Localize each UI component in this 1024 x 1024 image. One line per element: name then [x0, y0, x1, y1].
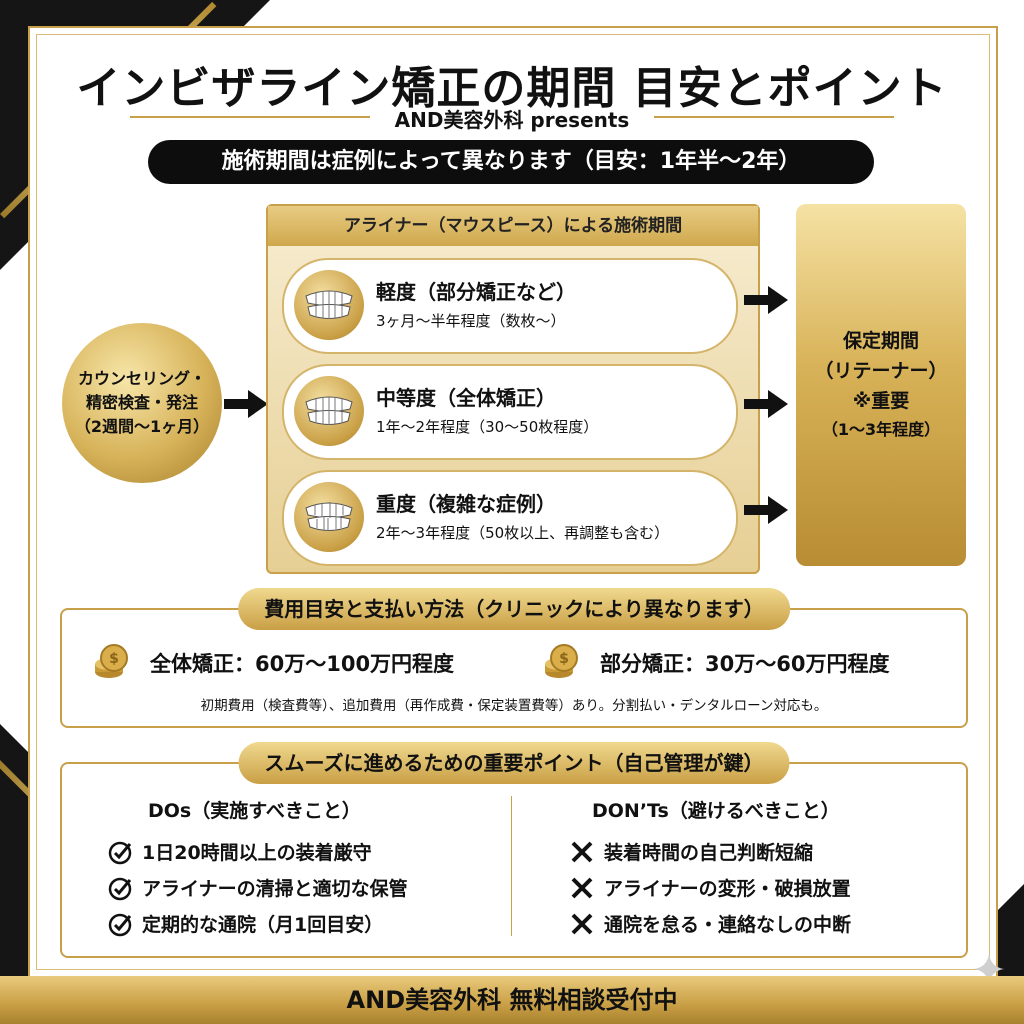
donts-title: DON’Ts（避けるべきこと）: [592, 800, 840, 822]
sparkle-icon: [974, 954, 1004, 984]
stage-moderate-duration: 1年〜2年程度（30〜50枚程度）: [376, 418, 599, 436]
arrow-right-icon: [224, 390, 268, 418]
cost-partial: 部分矯正：30万〜60万円程度: [600, 652, 890, 676]
teeth-icon: [294, 270, 364, 340]
retention-duration: （1〜3年程度）: [821, 420, 941, 439]
cross-icon: [571, 841, 593, 863]
page-title: インビザライン矯正の期間 目安とポイント: [76, 63, 948, 114]
coin-stack-icon: $: [95, 644, 128, 678]
check-circle-icon: [108, 877, 132, 901]
donts-item: 装着時間の自己判断短縮: [571, 838, 814, 865]
cost-header: 費用目安と支払い方法（クリニックにより異なります）: [238, 588, 790, 630]
arrow-right-icon: [744, 286, 788, 314]
stage-severe-title: 重度（複雑な症例）: [376, 492, 556, 516]
points-section: スムーズに進めるための重要ポイント（自己管理が鍵）: [60, 742, 968, 958]
check-circle-icon: [108, 841, 132, 865]
retention-retainer: （リテーナー）: [814, 360, 948, 382]
svg-text:$: $: [559, 651, 569, 667]
counseling-circle: カウンセリング・ 精密検査・発注 （2週間〜1ヶ月）: [62, 323, 222, 483]
dos-item: 定期的な通院（月1回目安）: [108, 910, 384, 937]
subtitle-row: AND美容外科 presents: [0, 104, 1024, 132]
stage-mild: 軽度（部分矯正など） 3ヶ月〜半年程度（数枚〜）: [282, 258, 738, 354]
duration-banner: 施術期間は症例によって異なります（目安：1年半〜2年）: [148, 140, 874, 184]
cost-section: 費用目安と支払い方法（クリニックにより異なります） $ 全体矯正：60万〜100…: [60, 588, 968, 728]
dos-title: DOs（実施すべきこと）: [148, 800, 361, 822]
teeth-icon: [294, 376, 364, 446]
cross-icon: [571, 913, 593, 935]
stage-moderate: 中等度（全体矯正） 1年〜2年程度（30〜50枚程度）: [282, 364, 738, 460]
dos-item: 1日20時間以上の装着厳守: [108, 838, 372, 865]
subtitle-divider-right: [654, 116, 894, 118]
arrow-right-icon: [744, 390, 788, 418]
dos-item-label: 定期的な通院（月1回目安）: [142, 914, 384, 936]
dos-item-label: 1日20時間以上の装着厳守: [142, 842, 372, 864]
donts-item: アライナーの変形・破損放置: [571, 874, 851, 901]
arrow-right-icon: [744, 496, 788, 524]
retention-title: 保定期間: [842, 330, 919, 352]
retention-important: ※重要: [852, 390, 910, 412]
donts-item-label: アライナーの変形・破損放置: [604, 878, 851, 900]
subtitle-divider-left: [130, 116, 370, 118]
counseling-line-2: 精密検査・発注: [85, 393, 198, 412]
footer-cta: AND美容外科 無料相談受付中: [0, 976, 1024, 1024]
counseling-line-3: （2週間〜1ヶ月）: [74, 417, 210, 436]
stage-mild-title: 軽度（部分矯正など）: [376, 280, 576, 304]
aligner-header: アライナー（マウスピース）による施術期間: [268, 206, 758, 246]
coin-stack-icon: $: [545, 644, 578, 678]
check-circle-icon: [108, 913, 132, 937]
dos-item: アライナーの清掃と適切な保管: [108, 874, 408, 901]
cross-icon: [571, 877, 593, 899]
stage-severe-duration: 2年〜3年程度（50枚以上、再調整も含む）: [376, 524, 670, 542]
points-header: スムーズに進めるための重要ポイント（自己管理が鍵）: [238, 742, 790, 784]
points-divider: [511, 796, 512, 936]
stage-moderate-title: 中等度（全体矯正）: [376, 386, 556, 410]
subtitle: AND美容外科 presents: [394, 108, 630, 132]
retention-box: 保定期間 （リテーナー） ※重要 （1〜3年程度）: [796, 204, 966, 566]
cost-full: 全体矯正：60万〜100万円程度: [150, 652, 455, 676]
teeth-icon: [294, 482, 364, 552]
counseling-line-1: カウンセリング・: [77, 369, 206, 388]
dos-item-label: アライナーの清掃と適切な保管: [142, 878, 408, 900]
donts-item-label: 装着時間の自己判断短縮: [604, 842, 814, 864]
svg-text:$: $: [109, 651, 119, 667]
stage-mild-duration: 3ヶ月〜半年程度（数枚〜）: [376, 312, 566, 330]
donts-item-label: 通院を怠る・連絡なしの中断: [604, 914, 852, 936]
cost-note: 初期費用（検査費等）、追加費用（再作成費・保定装置費等）あり。分割払い・デンタル…: [200, 698, 828, 714]
donts-item: 通院を怠る・連絡なしの中断: [571, 910, 852, 937]
stage-severe: 重度（複雑な症例） 2年〜3年程度（50枚以上、再調整も含む）: [282, 470, 738, 566]
